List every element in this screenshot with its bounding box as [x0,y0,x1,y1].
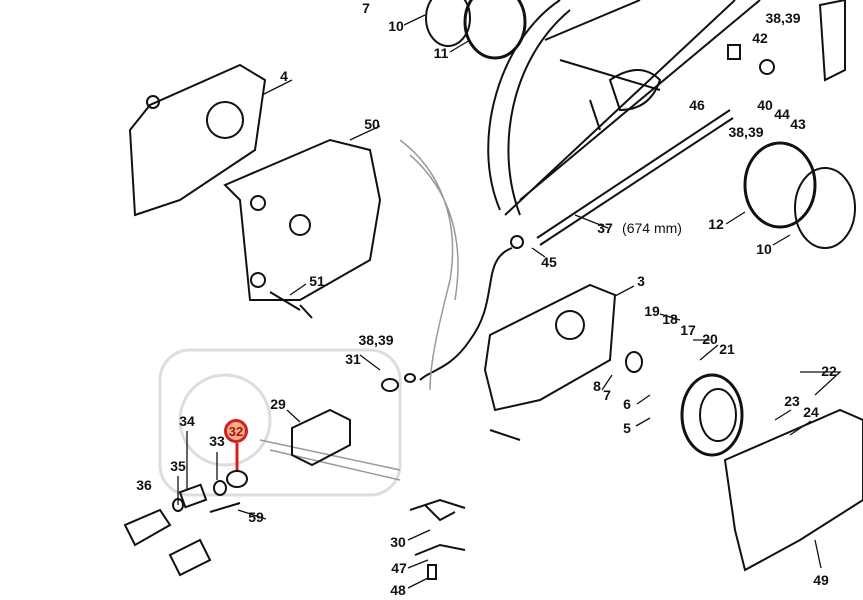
part-label[interactable]: 42 [752,30,768,46]
lever [818,0,846,82]
watermark-logo [158,348,402,497]
part-label[interactable]: 33 [209,433,225,449]
part-label[interactable]: 47 [391,560,407,576]
part-label[interactable]: 20 [702,331,718,347]
part-label[interactable]: 29 [270,396,286,412]
hose [419,247,513,381]
part-label[interactable]: 7 [603,387,611,403]
part-label[interactable]: 5 [623,420,631,436]
part-label[interactable]: 18 [662,311,678,327]
part-label[interactable]: 48 [390,582,406,598]
highlighted-part-label[interactable]: 32 [224,419,248,443]
part-label[interactable]: 6 [623,396,631,412]
part-label[interactable]: 11 [433,45,449,61]
part-label[interactable]: 38,39 [765,10,801,26]
ring-10-top [425,0,471,47]
part-dimension: (674 mm) [622,220,682,236]
clamp-30 [409,498,466,522]
part-label[interactable]: 19 [644,303,660,319]
part-label[interactable]: 43 [790,116,806,132]
ring-12 [743,141,817,229]
part-label[interactable]: 10 [756,241,772,257]
part-label[interactable]: 22 [821,363,837,379]
part-label[interactable]: 31 [345,351,361,367]
disk-guard [487,0,761,216]
part-label[interactable]: 12 [708,216,724,232]
part-label[interactable]: 59 [248,509,264,525]
ring-10-right [794,167,856,249]
part-label[interactable]: 49 [813,572,829,588]
bracket-29 [291,408,351,467]
part-label[interactable]: 45 [541,254,557,270]
part-label[interactable]: 46 [689,97,705,113]
part-label[interactable]: 7 [362,0,370,16]
part-label[interactable]: 4 [280,68,288,84]
part-label[interactable]: 51 [309,273,325,289]
handle-bar [399,139,459,391]
part-label[interactable]: 44 [774,106,790,122]
part-label[interactable]: 30 [390,534,406,550]
belt-guard-49 [723,408,863,572]
hose-37 [536,109,734,246]
part-label[interactable]: 36 [136,477,152,493]
part-label[interactable]: 35 [170,458,186,474]
part-label[interactable]: 23 [784,393,800,409]
clamp-45 [510,235,524,249]
part-label[interactable]: 37 [597,220,613,236]
part-label[interactable]: 38,39 [728,124,764,140]
part-label[interactable]: 8 [593,378,601,394]
cover-50 [223,138,382,301]
fitting-36 [123,508,172,547]
clamp-47 [414,543,466,556]
part-label[interactable]: 50 [364,116,380,132]
part-label[interactable]: 24 [803,404,819,420]
part-label[interactable]: 10 [388,18,404,34]
pulley [680,373,744,457]
part-label[interactable]: 40 [757,97,773,113]
part-label[interactable]: 17 [680,322,696,338]
part-label[interactable]: 3 [637,273,645,289]
part-label[interactable]: 38,39 [358,332,394,348]
ring-11 [463,0,527,60]
cover-3 [483,283,617,412]
part-label[interactable]: 21 [719,341,735,357]
part-label[interactable]: 34 [179,413,195,429]
cover-4 [128,63,267,217]
part-32 [226,470,248,488]
